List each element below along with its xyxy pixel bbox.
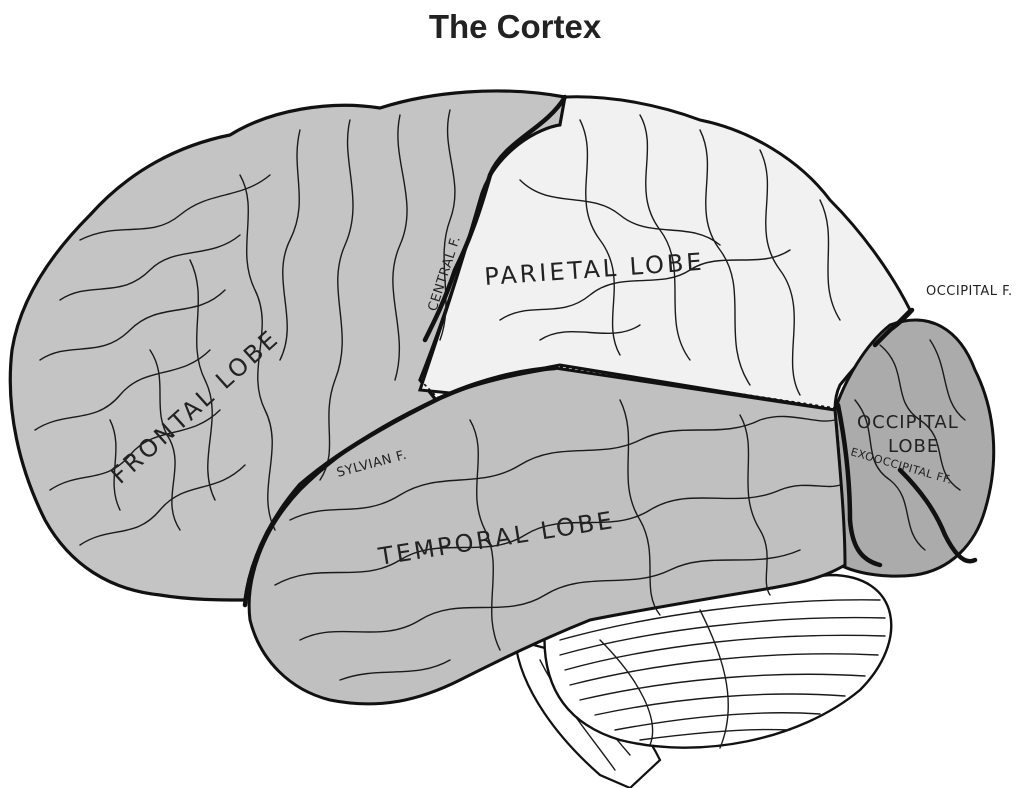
parietal-lobe-folds xyxy=(499,114,841,396)
occipital-lobe-label-line1: OCCIPITAL xyxy=(857,412,959,433)
temporal-lobe-folds xyxy=(274,399,841,681)
occipital-lobe-label-line2: LOBE xyxy=(888,436,939,457)
cerebellum xyxy=(543,573,893,749)
occipital-fissure-label: OCCIPITAL F. xyxy=(926,284,1013,299)
occipital-fissure xyxy=(872,307,915,348)
frontal-lobe-folds xyxy=(34,109,456,546)
diagram-title: The Cortex xyxy=(428,8,602,45)
exooccipital-fissure-2 xyxy=(897,467,978,564)
exooccipital-fissure-1 xyxy=(835,402,883,568)
frontal-lobe-region xyxy=(8,89,567,602)
sylvian-fissure xyxy=(242,365,558,608)
central-fissure xyxy=(422,94,568,343)
occipital-lobe-folds xyxy=(854,339,966,551)
